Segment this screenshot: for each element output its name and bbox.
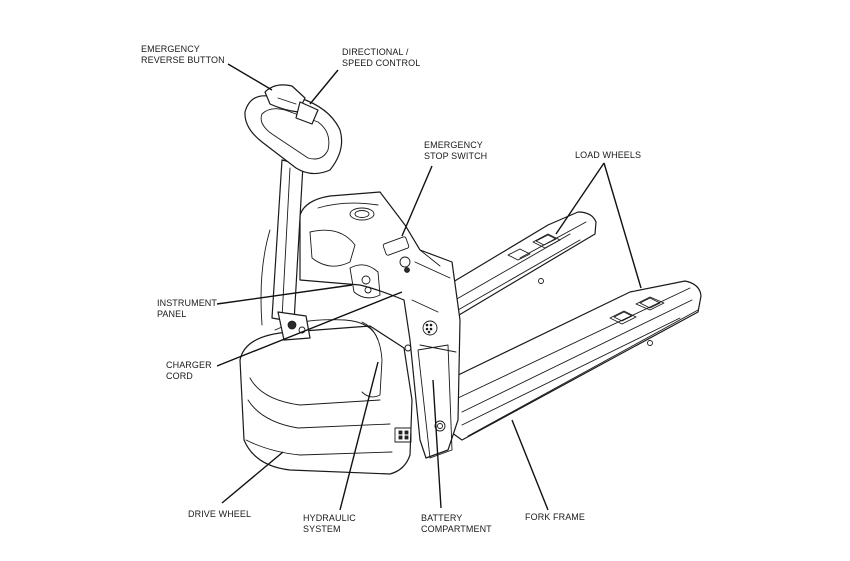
label-hydraulic-system: HYDRAULIC SYSTEM bbox=[303, 513, 356, 534]
leader-lines bbox=[216, 63, 642, 511]
label-emergency-stop-switch: EMERGENCY STOP SWITCH bbox=[424, 140, 488, 161]
label-battery-compartment: BATTERY COMPARTMENT bbox=[421, 513, 492, 534]
label-charger-cord: CHARGER CORD bbox=[166, 360, 212, 381]
label-directional-speed-control: DIRECTIONAL / SPEED CONTROL bbox=[342, 47, 421, 68]
label-instrument-panel: INSTRUMENT PANEL bbox=[157, 298, 217, 319]
label-load-wheels: LOAD WHEELS bbox=[575, 150, 642, 160]
chassis-drawing bbox=[239, 191, 461, 475]
fork-frame-drawing bbox=[447, 211, 702, 441]
label-emergency-reverse-button: EMERGENCY REVERSE BUTTON bbox=[141, 44, 225, 65]
tiller-handle-drawing bbox=[244, 84, 343, 341]
label-drive-wheel: DRIVE WHEEL bbox=[188, 509, 252, 519]
label-fork-frame: FORK FRAME bbox=[525, 512, 586, 522]
